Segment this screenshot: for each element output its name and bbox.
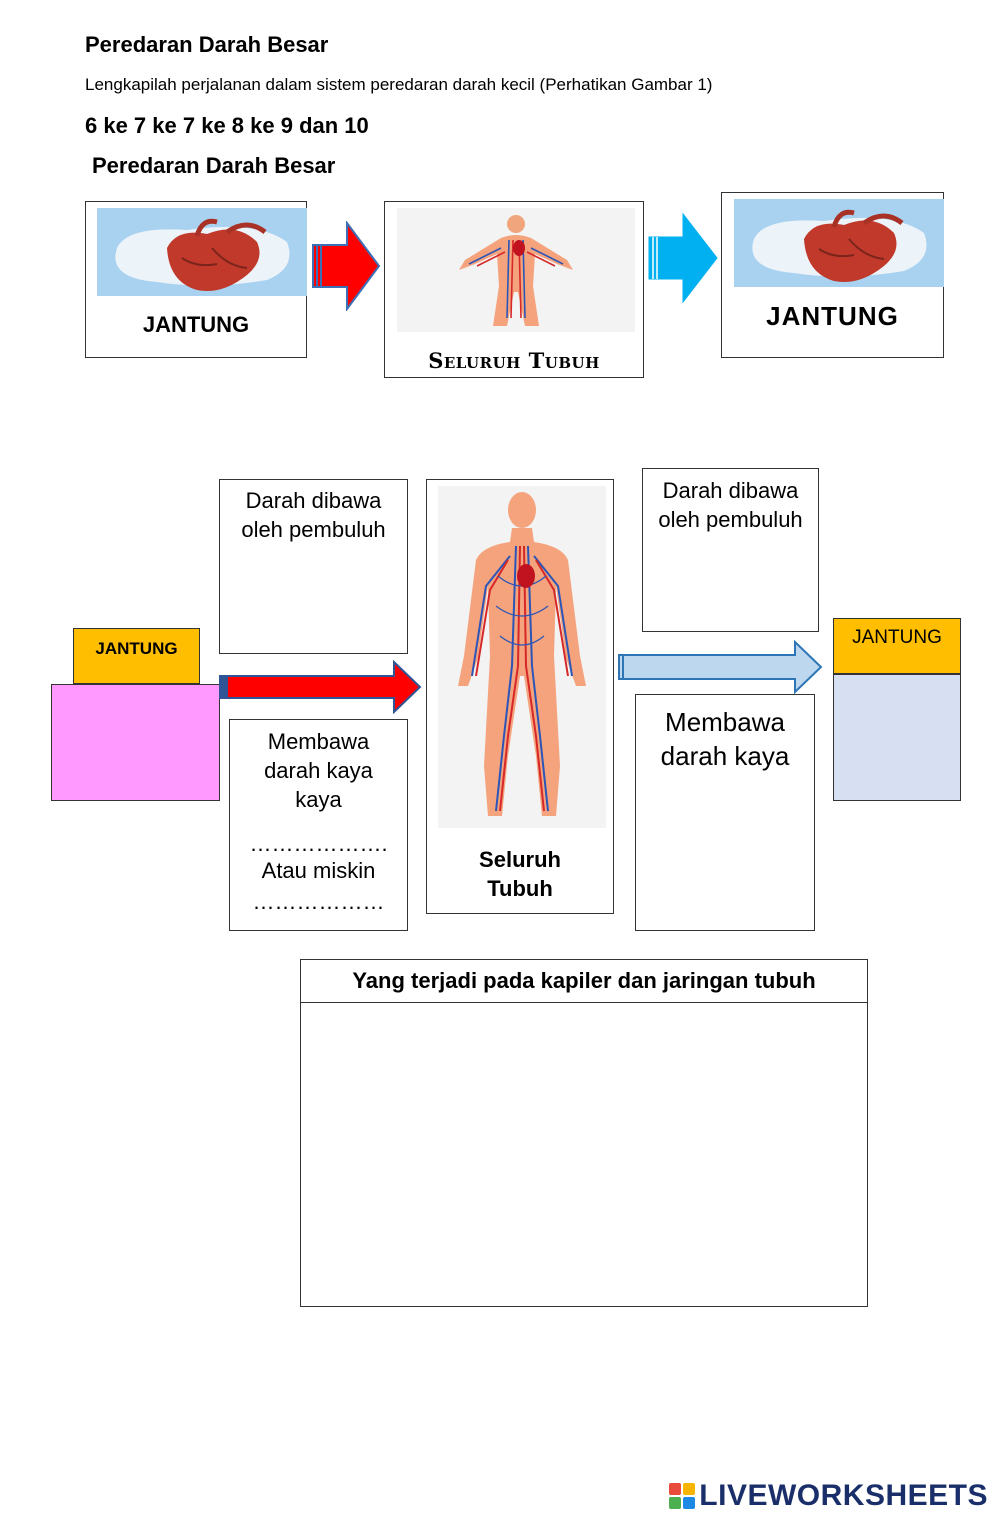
body-label: Tubuh — [487, 876, 553, 901]
vessel-left-text: Darah dibawa oleh pembuluh — [241, 488, 386, 542]
top-heart-right-card: JANTUNG — [721, 192, 944, 358]
or-poor-text: Atau miskin — [261, 858, 376, 883]
page-title: Peredaran Darah Besar — [85, 32, 329, 57]
sequence-text: 6 ke 7 ke 7 ke 8 ke 9 dan 10 — [85, 113, 369, 138]
vessel-right-text: Darah dibawa oleh pembuluh — [658, 478, 803, 532]
carries-right-text: Membawa darah kaya — [660, 707, 790, 771]
body-label: Seluruh — [479, 847, 561, 872]
body-circulation-image — [438, 486, 606, 828]
carries-left-text: Membawa darah kaya kaya — [264, 729, 373, 812]
vessel-right-card: Darah dibawa oleh pembuluh — [642, 468, 819, 632]
capillary-table: Yang terjadi pada kapiler dan jaringan t… — [300, 959, 868, 1307]
liveworksheets-logo[interactable]: LIVEWORKSHEETS — [669, 1479, 988, 1513]
heart-right-answer-box[interactable] — [833, 674, 961, 801]
heart-right-tag: JANTUNG — [833, 618, 961, 674]
instruction-text: Lengkapilah perjalanan dalam sistem pere… — [85, 75, 713, 94]
capillary-table-header: Yang terjadi pada kapiler dan jaringan t… — [301, 960, 867, 1003]
heart-label: JANTUNG — [142, 312, 250, 337]
body-label: Seluruh Tubuh — [428, 348, 600, 373]
brand-mark-icon — [669, 1483, 696, 1509]
red-long-arrow-icon — [219, 660, 422, 714]
dots-blank[interactable]: ………………. — [249, 831, 388, 856]
heart-left-answer-box[interactable] — [51, 684, 220, 801]
carries-right-card: Membawa darah kaya — [635, 694, 815, 931]
blue-arrow-icon — [648, 212, 718, 304]
red-arrow-icon — [312, 221, 381, 311]
blue-long-arrow-icon — [618, 640, 823, 694]
main-body-card: Seluruh Tubuh — [426, 479, 614, 914]
body-circulation-image — [397, 208, 635, 332]
top-heart-left-card: JANTUNG — [85, 201, 307, 358]
capillary-answer-area[interactable] — [301, 1003, 867, 1306]
heart-image — [734, 199, 944, 287]
carries-left-card: Membawa darah kaya kaya ………………. Atau mis… — [229, 719, 408, 931]
brand-name: LIVEWORKSHEETS — [699, 1479, 988, 1512]
heart-label: JANTUNG — [766, 301, 899, 331]
vessel-left-card: Darah dibawa oleh pembuluh — [219, 479, 408, 654]
heart-image — [97, 208, 307, 296]
heart-left-tag: JANTUNG — [73, 628, 200, 684]
top-body-card: Seluruh Tubuh — [384, 201, 644, 378]
dots-blank[interactable]: ……………… — [252, 889, 385, 914]
section-subtitle: Peredaran Darah Besar — [92, 153, 336, 178]
